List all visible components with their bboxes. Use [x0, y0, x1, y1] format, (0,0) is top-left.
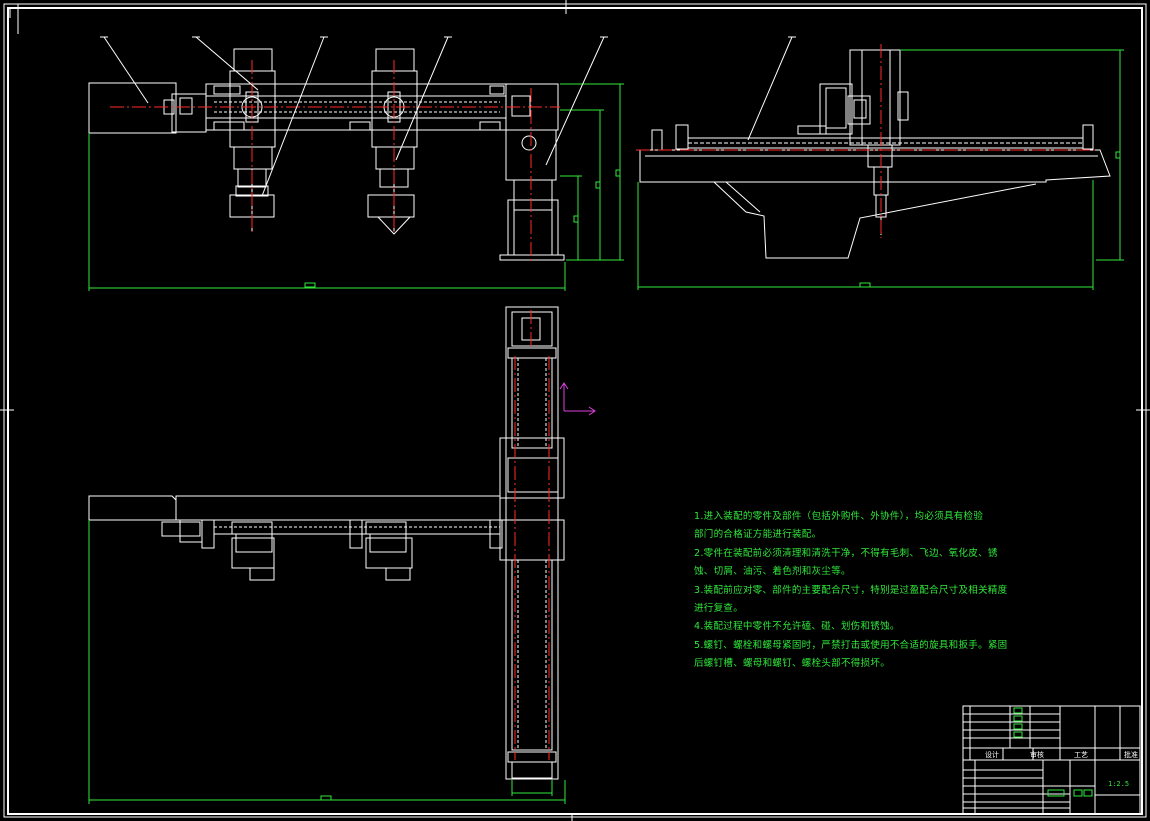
side-view-leaders [747, 36, 796, 141]
technical-requirements: 1.进入装配的零件及部件（包括外购件、外协件），均必须具有检验 部门的合格证方能… [694, 508, 1008, 674]
title-block-reviewer: 审核 [1030, 751, 1044, 759]
note-line: 2.零件在装配前必须清理和清洗干净，不得有毛刺、飞边、氧化皮、锈 [694, 547, 998, 559]
title-block-green [1013, 707, 1093, 797]
side-view-dimensions [637, 49, 1124, 290]
title-block-designer: 设计 [985, 751, 999, 759]
note-line: 蚀、切屑、油污、着色剂和灰尘等。 [694, 566, 851, 578]
side-view [639, 49, 1111, 259]
title-block-process: 工艺 [1074, 751, 1088, 759]
top-view [88, 306, 565, 780]
note-line: 4.装配过程中零件不允许磕、碰、划伤和锈蚀。 [694, 621, 900, 633]
top-view-dimensions [88, 520, 566, 804]
top-view-centerlines [514, 310, 550, 760]
title-block [962, 705, 1141, 815]
front-view-centerlines [110, 60, 560, 262]
note-line: 3.装配前应对零、部件的主要配合尺寸，特别是过盈配合尺寸及相关精度 [694, 584, 1008, 596]
title-block-code: 1:2.5 [1108, 780, 1130, 788]
note-line: 5.螺钉、螺栓和螺母紧固时，严禁打击或使用不合适的旋具和扳手。紧固 [694, 639, 1008, 651]
coordinate-axes [559, 382, 596, 416]
note-line: 进行复查。 [694, 603, 744, 615]
front-view [88, 48, 565, 261]
note-line: 1.进入装配的零件及部件（包括外购件、外协件），均必须具有检验 [694, 511, 984, 522]
side-view-centerlines [636, 44, 1096, 238]
title-block-approver: 批准 [1124, 751, 1138, 759]
note-line: 部门的合格证方能进行装配。 [694, 529, 822, 541]
front-view-leaders [100, 36, 608, 197]
note-line: 后螺钉槽、螺母和螺钉、螺栓头部不得损坏。 [694, 658, 891, 670]
front-view-dimensions [88, 83, 624, 291]
